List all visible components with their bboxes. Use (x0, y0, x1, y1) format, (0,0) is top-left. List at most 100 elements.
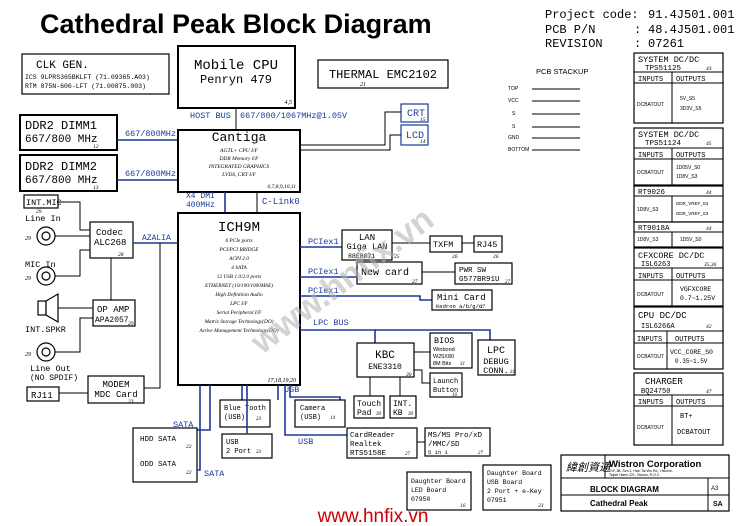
titleblock-size: A3 (711, 486, 719, 492)
dimm2-box (19, 154, 118, 192)
power-sys-dcdc-2: SYSTEM DC/DC TPS51124 45 INPUTS OUTPUTS … (633, 127, 724, 186)
power-out: DCBATOUT (677, 429, 711, 437)
sata-label-bottom: SATA (204, 469, 225, 479)
cantiga-feature: INTEGRATED GRAPHICS (208, 164, 270, 170)
odd-sata-page: 22 (186, 470, 192, 476)
ms-card-line2: /MMC/SD (428, 441, 460, 449)
op-amp-box (92, 299, 136, 327)
modem-link (144, 243, 161, 389)
title-block: 緯創資通 Wistron Corporation 21F, 88, Sec.1,… (560, 454, 730, 512)
host-bus-label: HOST BUS (190, 111, 231, 121)
power-inputs: INPUTS (637, 336, 662, 344)
lan-title: LAN (359, 233, 375, 243)
ich9m-page: 17,18,19,20 (268, 378, 297, 384)
mic-in-link (55, 249, 90, 277)
power-title: CHARGER (645, 377, 683, 387)
power-cfxcore: CFXCORE DC/DC ISL6263 35,36 INPUTS OUTPU… (633, 247, 724, 307)
bluetooth-sub: (USB) (224, 414, 245, 422)
launch-button-box (429, 372, 463, 398)
hdd-sata-page: 22 (186, 444, 192, 450)
launch-page: 16 (452, 393, 458, 398)
cantiga-feature: AGTL+ CPU I/F (219, 148, 258, 154)
pwr-sw-page: 27 (505, 280, 511, 285)
power-in: DCBATOUT (637, 102, 664, 108)
power-out: 1D5V_S0 (680, 237, 702, 243)
power-page: 44 (706, 225, 712, 232)
ich9m-box (177, 212, 301, 386)
power-title: SYSTEM DC/DC (638, 55, 699, 65)
int-mic-label: INT.MIC (26, 198, 62, 208)
touchpad-title: Touch (357, 400, 381, 409)
thermal-box (317, 59, 449, 89)
line-in-page: 29 (25, 236, 31, 242)
power-inputs: INPUTS (638, 152, 663, 160)
lpc-bus-line (300, 329, 376, 343)
cardreader-part: RTS5158E (350, 450, 387, 458)
usb-top-label: USB (284, 385, 299, 395)
power-title: CFXCORE DC/DC (638, 251, 704, 261)
usb-mid-label: USB (298, 437, 313, 447)
cantiga-feature: LVDS, CRT I/F (221, 172, 256, 178)
cantiga-title: Cantiga (212, 130, 267, 145)
dimm2-title: DDR2 DIMM2 (25, 160, 97, 174)
daughter-led-box (406, 471, 472, 511)
codec-page: 28 (118, 252, 124, 258)
modem-page: 23 (128, 399, 134, 405)
kbc-box (356, 342, 415, 378)
svg-text::: : (634, 23, 641, 37)
pwr-sw-title: PWR SW (459, 267, 487, 275)
daughter-usb-line2: USB Board (487, 479, 522, 486)
titleblock-company: Wistron Corporation (609, 459, 701, 470)
daughter-led-line3: 07950 (411, 496, 431, 503)
project-code-label: Project code: (545, 8, 639, 22)
power-cpu-dcdc: CPU DC/DC ISL6266A 42 INPUTS OUTPUTS DCB… (633, 306, 724, 370)
power-outputs: OUTPUTS (675, 336, 704, 344)
int-spkr-label: INT.SPKR (25, 325, 66, 335)
sata-bottom-link (197, 385, 201, 471)
dimm2-bus: 667/800MHz (125, 169, 176, 179)
stackup-lines (532, 88, 580, 151)
daughter-led-line1: Daughter Board (411, 478, 466, 485)
power-inputs: INPUTS (638, 76, 663, 84)
azalia-label: AZALIA (142, 234, 171, 243)
bios-line2: W25X80 (433, 354, 454, 360)
power-out: 0.7~1.25V (680, 295, 715, 302)
sata-top-link (197, 385, 211, 431)
bios-title: BIOS (434, 336, 454, 346)
titleblock-chinese: 緯創資通 (566, 461, 612, 474)
odd-sata-label: ODD SATA (140, 461, 177, 469)
ms-card-line1: MS/MS Pro/xD (428, 432, 483, 440)
power-page: 47 (706, 388, 712, 395)
cpu-title: Mobile CPU (194, 58, 278, 74)
sata-box (132, 427, 198, 483)
crt-page: 15 (420, 117, 426, 123)
power-out: BT+ (680, 413, 693, 421)
power-out: VCC_CORE_S0 (670, 349, 713, 356)
op-amp-part: APA2057 (95, 316, 129, 325)
power-part: ISL6266A (641, 323, 675, 331)
pcb-stackup-title: PCB STACKUP (536, 67, 588, 76)
dimm1-page: 12 (93, 144, 99, 150)
ich9m-feature: Serial Peripheral I/F (217, 310, 262, 316)
dmi-label2: 400MHz (186, 201, 215, 210)
power-title: SYSTEM DC/DC (638, 130, 699, 140)
mic-in-page: 29 (25, 276, 31, 282)
newcard-title: New card (361, 267, 409, 279)
bottom-watermark: www.hnfix.vn (317, 506, 429, 526)
rj45-page: 26 (493, 254, 499, 260)
dimm1-box (19, 114, 118, 151)
daughter-usb-line1: Daughter Board (487, 470, 542, 477)
bluetooth-box (219, 399, 271, 428)
mic-in-label: MIC In (25, 260, 56, 270)
pcie-link-3 (300, 295, 432, 301)
power-out: DDR_VREF_S3 (676, 201, 709, 206)
daughter-usb-page: 23 (538, 503, 544, 509)
ich9m-feature: ACPI 2.0 (228, 256, 249, 262)
lpc-debug-box (477, 339, 516, 376)
op-amp-page: 29 (128, 321, 134, 327)
int-kb-box (389, 395, 417, 419)
cardreader-title: CardReader (350, 432, 395, 440)
launch-title: Launch (433, 378, 458, 386)
power-part: TPS51124 (645, 140, 682, 148)
